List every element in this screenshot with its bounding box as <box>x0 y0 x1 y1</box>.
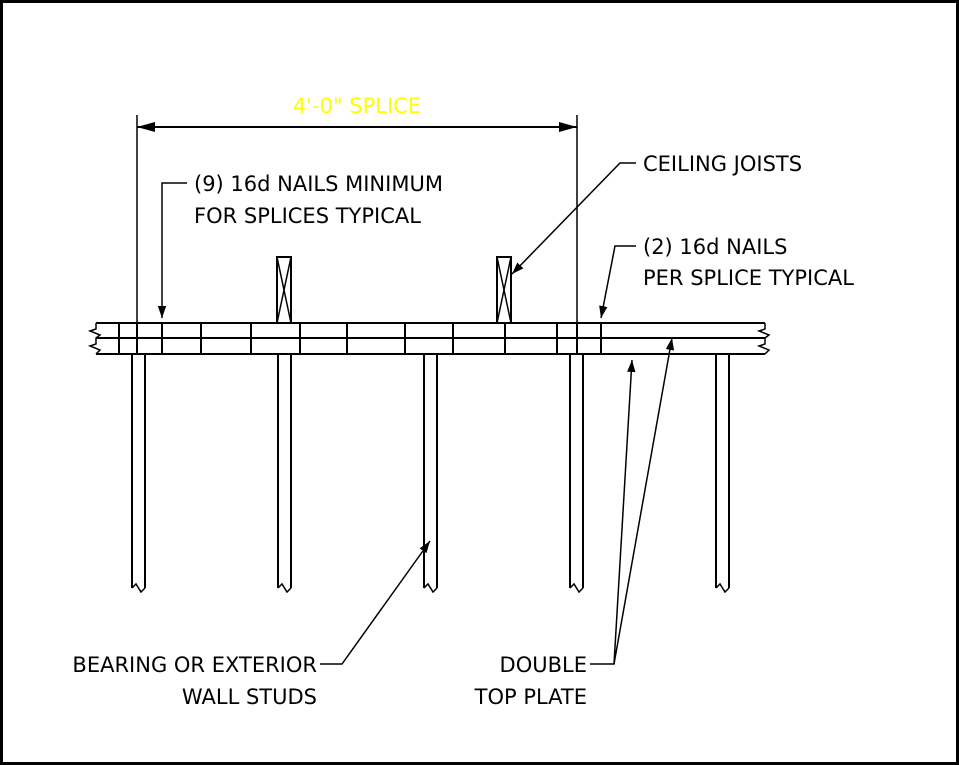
double-top-plate <box>87 322 771 355</box>
leader-line <box>613 337 675 665</box>
dimension-arrow-left <box>137 122 155 132</box>
callout-text: (9) 16d NAILS MINIMUM <box>194 172 443 196</box>
wall-stud <box>715 354 730 594</box>
callout-double-top-plate: DOUBLE TOP PLATE <box>474 337 675 709</box>
callout-text: BEARING OR EXTERIOR <box>72 653 317 677</box>
dimension-label: 4'-0" SPLICE <box>293 94 421 118</box>
plate-break-left <box>87 323 102 355</box>
callout-ceiling-joists: CEILING JOISTS <box>511 152 802 275</box>
callout-nails-minimum: (9) 16d NAILS MINIMUM FOR SPLICES TYPICA… <box>157 172 443 318</box>
ceiling-joist <box>276 256 292 324</box>
wall-stud <box>131 354 146 594</box>
ceiling-joist <box>496 256 512 324</box>
callout-text: TOP PLATE <box>474 685 587 709</box>
plate-nails <box>118 322 602 355</box>
leader-line <box>590 359 636 665</box>
leader-line <box>599 245 636 319</box>
wall-stud <box>277 354 292 594</box>
callout-text: PER SPLICE TYPICAL <box>643 266 854 290</box>
callout-text: DOUBLE <box>500 653 587 677</box>
wall-stud <box>569 354 584 594</box>
callout-text: WALL STUDS <box>182 685 317 709</box>
leader-line <box>511 162 636 275</box>
callout-text: CEILING JOISTS <box>643 152 802 176</box>
callout-text: (2) 16d NAILS <box>643 235 787 259</box>
wall-stud <box>423 354 438 594</box>
dimension-arrow-right <box>559 122 577 132</box>
splice-dimension: 4'-0" SPLICE <box>136 94 578 322</box>
leader-line <box>157 182 187 318</box>
plate-break-right <box>756 323 771 355</box>
callout-wall-studs: BEARING OR EXTERIOR WALL STUDS <box>72 540 431 709</box>
callout-text: FOR SPLICES TYPICAL <box>194 204 421 228</box>
leader-line <box>320 540 431 665</box>
callout-nails-per-splice: (2) 16d NAILS PER SPLICE TYPICAL <box>599 235 854 319</box>
